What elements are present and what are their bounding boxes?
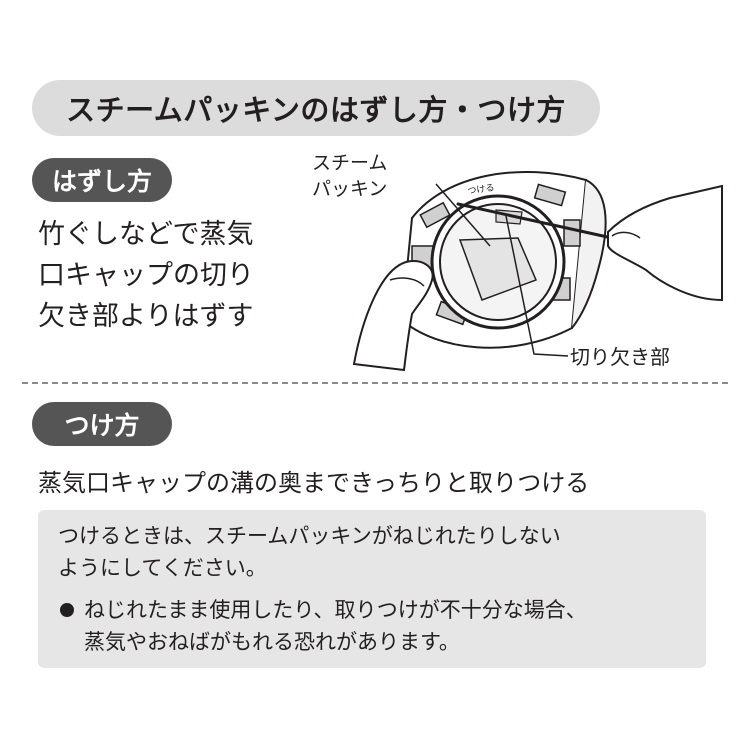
bullet-line-1: ねじれたまま使用したり、取りつけが不十分な場合、 xyxy=(84,598,587,622)
finger-line xyxy=(611,231,641,239)
attach-heading-text: つけ方 xyxy=(64,411,140,440)
remove-instructions: 竹ぐしなどで蒸気 口キャップの切り 欠き部よりはずす xyxy=(38,214,298,337)
rim-tab xyxy=(563,219,581,247)
removal-illustration: つける xyxy=(352,171,723,372)
attach-instruction: 蒸気口キャップの溝の奥まできっちりと取りつける xyxy=(38,469,590,497)
cap-inner-part xyxy=(458,237,538,301)
packing-leader-line xyxy=(435,183,491,247)
notch-label: 切り欠き部 xyxy=(570,345,670,369)
rim-tab xyxy=(533,183,567,207)
packing-label: スチーム パッキン xyxy=(312,150,387,202)
remove-heading-text: はずし方 xyxy=(51,167,152,196)
left-hand xyxy=(352,260,434,372)
rim-tab xyxy=(419,201,451,229)
thumb-line xyxy=(389,277,425,287)
notch-leader-line xyxy=(505,215,569,357)
remove-line-2: 口キャップの切り xyxy=(38,260,254,291)
caution-note-box: つけるときは、スチームパッキンがねじれたりしない ようにしてください。 ねじれた… xyxy=(38,510,706,668)
packing-label-line-1: スチーム xyxy=(312,152,388,174)
bullet-dot-icon xyxy=(60,603,74,617)
cap-mark-text: つける xyxy=(467,182,495,197)
bamboo-skewer xyxy=(456,202,614,240)
remove-section-heading: はずし方 xyxy=(32,158,172,202)
page-title-text: スチームパッキンのはずし方・つけ方 xyxy=(66,93,566,127)
remove-line-1: 竹ぐしなどで蒸気 xyxy=(38,219,254,250)
right-hand xyxy=(607,184,723,302)
note-text: つけるときは、スチームパッキンがねじれたりしない ようにしてください。 xyxy=(58,520,698,584)
section-divider xyxy=(22,382,728,384)
note-line-2: ようにしてください。 xyxy=(58,556,267,580)
bullet-line-2: 蒸気やおねばがもれる恐れがあります。 xyxy=(84,630,460,654)
note-line-1: つけるときは、スチームパッキンがねじれたりしない xyxy=(58,524,561,548)
remove-line-3: 欠き部よりはずす xyxy=(38,301,254,332)
attach-section-heading: つけ方 xyxy=(32,402,172,446)
caution-bullet: ねじれたまま使用したり、取りつけが不十分な場合、 蒸気やおねばがもれる恐れがあり… xyxy=(58,594,698,658)
page-title: スチームパッキンのはずし方・つけ方 xyxy=(32,80,600,136)
packing-label-line-2: パッキン xyxy=(312,178,388,200)
cap-rim xyxy=(571,179,607,329)
